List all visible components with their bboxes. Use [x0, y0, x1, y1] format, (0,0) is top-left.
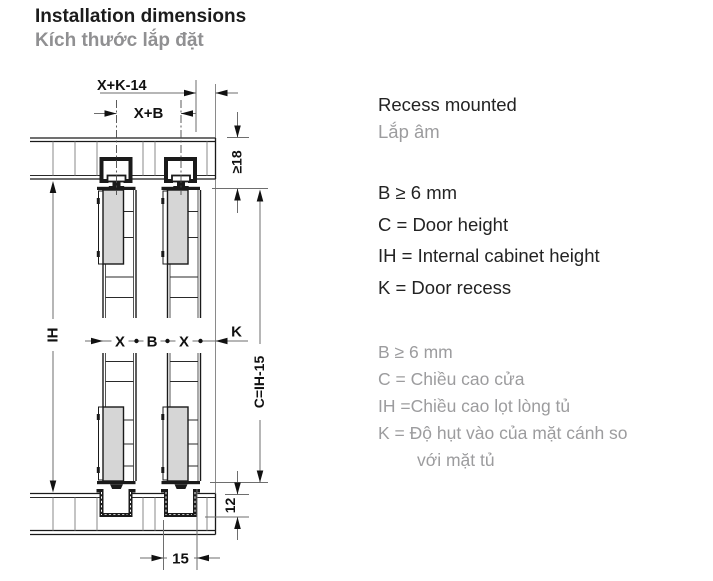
legend-item: với mặt tủ: [417, 450, 495, 470]
mounting-type-en: Recess mounted: [378, 94, 517, 115]
dim-label-x1: X: [115, 334, 125, 351]
legend-item: B ≥ 6 mm: [378, 182, 458, 203]
dim-label-x2: X: [179, 334, 189, 351]
cabinet-bottom-panel: [30, 492, 217, 536]
legend-item: K = Door recess: [378, 276, 512, 298]
board-section-ticks: [52, 497, 208, 531]
legend-item: IH =Chiều cao lọt lòng tủ: [378, 396, 571, 416]
dim-label-k: K: [231, 324, 242, 341]
dim-label-12: 12: [222, 498, 238, 514]
label-backgrounds: [44, 319, 268, 565]
dim-label-15: 15: [172, 551, 189, 568]
dim-label-c-ih-15: C=IH-15: [251, 356, 267, 409]
dimension-arrows: [49, 89, 264, 562]
mounting-type-vi: Lắp âm: [378, 121, 440, 142]
legend-vietnamese: B ≥ 6 mm C = Chiều cao cửa IH =Chiều cao…: [378, 339, 708, 474]
dim-label-b: B: [147, 334, 158, 351]
board-section-ticks: [52, 141, 208, 176]
page-title: Installation dimensions Kích thước lắp đ…: [35, 6, 246, 52]
dim-label-ih: IH: [45, 328, 62, 343]
legend-panel: Recess mounted Lắp âm B ≥ 6 mm C = Door …: [378, 93, 708, 474]
dim-label-min-18: ≥18: [229, 150, 245, 173]
cabinet-top-panel: [30, 137, 217, 180]
legend-item: IH = Internal cabinet height: [378, 245, 600, 266]
legend-english: B ≥ 6 mm C = Door height IH = Internal c…: [378, 177, 708, 303]
title-vietnamese: Kích thước lắp đặt: [35, 30, 204, 51]
legend-item: B ≥ 6 mm: [378, 342, 453, 362]
door-assembly-rear: [95, 99, 137, 518]
dim-label-x-k-14: X+K-14: [97, 78, 147, 94]
dim-label-x-b: X+B: [134, 105, 164, 122]
title-english: Installation dimensions: [35, 6, 247, 27]
legend-item: C = Door height: [378, 213, 509, 235]
legend-item: K = Độ hụt vào của mặt cánh so: [378, 423, 628, 443]
legend-item: C = Chiều cao cửa: [378, 369, 525, 389]
door-assembly-front: [160, 99, 202, 518]
